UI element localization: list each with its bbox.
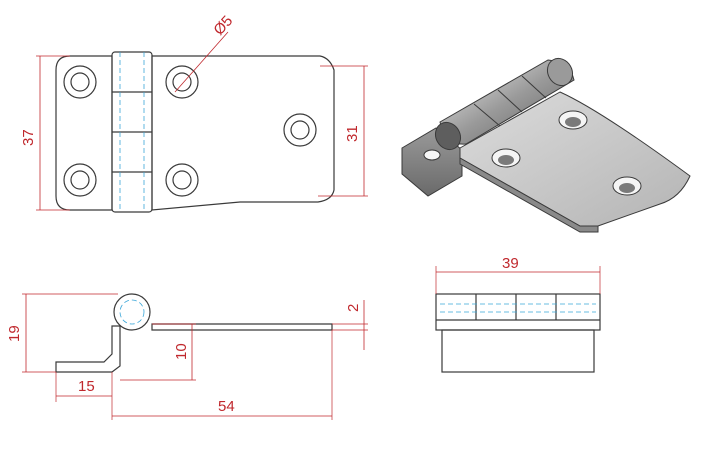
iso-holes <box>491 110 642 196</box>
mounting-holes <box>63 65 317 197</box>
hole-diameter-label: Ø5 <box>210 12 236 38</box>
dim-39-label: 39 <box>502 255 519 272</box>
front-view: 39 <box>435 255 601 373</box>
dim-10-label: 10 <box>173 343 190 360</box>
hole-diameter-leader <box>174 31 229 93</box>
dim-31-label: 31 <box>344 125 361 142</box>
side-knuckle-inner <box>119 299 145 325</box>
side-view: 19 10 2 15 54 <box>6 293 368 420</box>
dim-54-label: 54 <box>218 398 235 415</box>
front-plate-outline <box>441 329 595 373</box>
top-view: Ø5 37 31 <box>20 12 368 213</box>
dim-19-label: 19 <box>6 325 23 342</box>
hinge-leaf-outline <box>151 55 335 211</box>
isometric-view <box>401 57 691 233</box>
dim-2-label: 2 <box>345 304 362 312</box>
side-knuckle-outer <box>113 293 151 331</box>
dim-15-label: 15 <box>78 378 95 395</box>
side-profile-outline <box>55 325 121 373</box>
dim-37-label: 37 <box>20 129 37 146</box>
